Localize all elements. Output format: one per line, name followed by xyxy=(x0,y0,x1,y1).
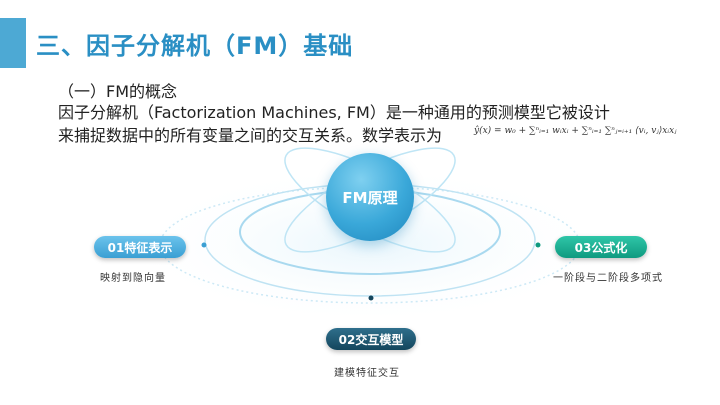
title-accent-bar xyxy=(0,18,26,68)
fm-formula: ŷ(x) = w₀ + ∑ⁿᵢ₌₁ wᵢxᵢ + ∑ⁿᵢ₌₁ ∑ⁿⱼ₌ᵢ₊₁ ⟨… xyxy=(474,126,677,136)
formulation-pill: 03公式化 xyxy=(555,236,647,258)
formulation-desc: 一阶段与二阶段多项式 xyxy=(553,273,663,284)
interaction-model-pill: 02交互模型 xyxy=(326,328,416,350)
section-subheading: （一）FM的概念 xyxy=(58,82,178,101)
feature-representation-desc: 映射到隐向量 xyxy=(100,273,166,284)
node-dot-bottom xyxy=(368,295,374,301)
node-dot-right xyxy=(535,242,541,248)
definition-text-line-1: 因子分解机（Factorization Machines, FM）是一种通用的预… xyxy=(58,103,610,122)
definition-text-line-2: 来捕捉数据中的所有变量之间的交互关系。数学表示为 xyxy=(58,126,443,145)
interaction-model-desc: 建模特征交互 xyxy=(334,368,400,379)
feature-representation-pill: 01特征表示 xyxy=(94,236,186,258)
page-title: 三、因子分解机（FM）基础 xyxy=(36,32,354,60)
center-node: FM原理 xyxy=(326,153,414,241)
background-glow xyxy=(130,165,610,325)
node-dot-left xyxy=(201,242,207,248)
center-node-label: FM原理 xyxy=(342,188,398,207)
